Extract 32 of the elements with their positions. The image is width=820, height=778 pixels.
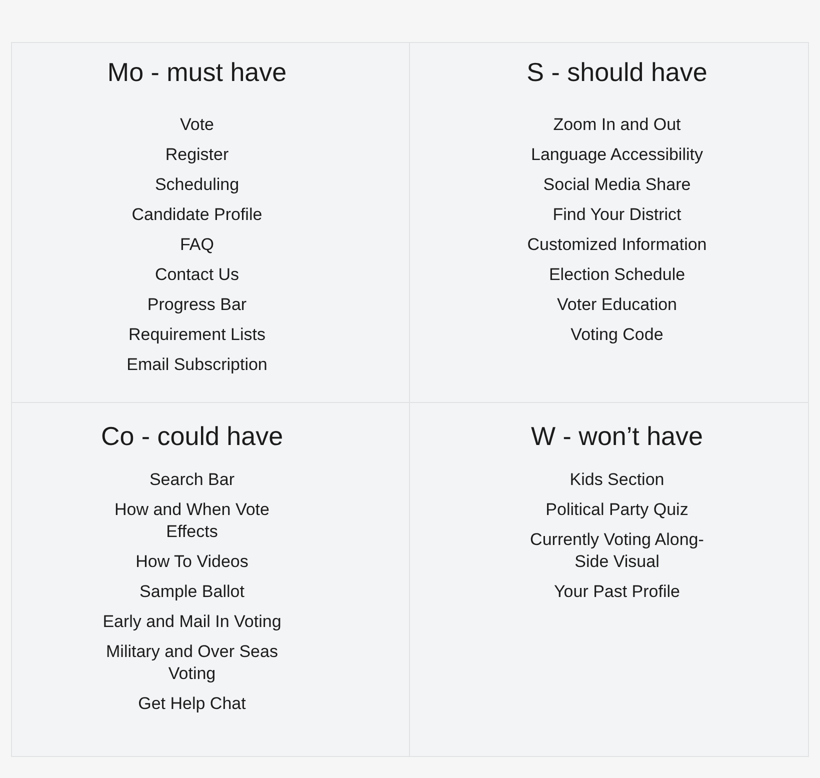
feature-item: Register	[165, 144, 229, 166]
feature-item: Email Subscription	[126, 354, 268, 376]
feature-item: Requirement Lists	[128, 324, 266, 346]
quadrant-heading: S - should have	[526, 57, 708, 87]
feature-item: Progress Bar	[147, 294, 247, 316]
feature-item: Voting Code	[570, 324, 664, 346]
feature-item: Scheduling	[154, 174, 240, 196]
feature-item: How and When Vote Effects	[114, 499, 270, 543]
feature-item: Your Past Profile	[554, 581, 680, 603]
feature-item: How To Videos	[136, 551, 248, 573]
feature-item: Election Schedule	[548, 264, 686, 286]
feature-item: Find Your District	[552, 204, 682, 226]
quadrant-heading: W - won’t have	[531, 421, 703, 451]
feature-item: Search Bar	[149, 469, 235, 491]
feature-item: Social Media Share	[543, 174, 691, 196]
feature-item: Zoom In and Out	[553, 114, 681, 136]
feature-item: Currently Voting Along-Side Visual	[529, 529, 705, 573]
feature-item: FAQ	[180, 234, 214, 256]
feature-item: Sample Ballot	[140, 581, 244, 603]
feature-item: Contact Us	[154, 264, 240, 286]
quadrant-heading: Mo - must have	[107, 57, 287, 87]
feature-item: Early and Mail In Voting	[102, 611, 282, 633]
feature-item: Candidate Profile	[132, 204, 262, 226]
feature-item: Customized Information	[527, 234, 707, 256]
feature-item: Get Help Chat	[138, 693, 246, 715]
feature-item: Language Accessibility	[530, 144, 703, 166]
feature-item: Political Party Quiz	[546, 499, 688, 521]
feature-item: Military and Over Seas Voting	[105, 641, 279, 685]
quadrant-heading: Co - could have	[100, 421, 284, 451]
feature-item: Kids Section	[570, 469, 664, 491]
feature-item: Voter Education	[556, 294, 678, 316]
feature-item: Vote	[180, 114, 214, 136]
